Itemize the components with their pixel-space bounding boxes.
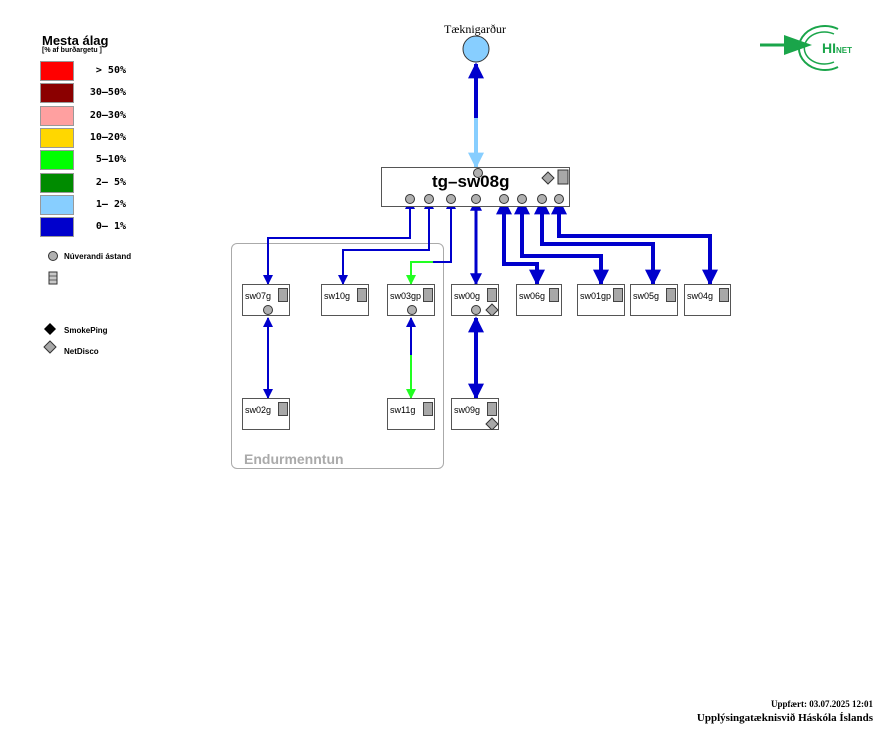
port-icon <box>471 305 481 315</box>
switch-label: sw00g <box>454 291 481 301</box>
device-icon <box>613 288 623 302</box>
switch-sw03gp[interactable]: sw03gp <box>387 284 435 316</box>
device-icon <box>357 288 367 302</box>
organization-name: Upplýsingatæknisvið Háskóla Íslands <box>696 712 873 724</box>
switch-label: sw11g <box>390 405 416 415</box>
switch-label: sw03gp <box>390 291 422 301</box>
device-icon <box>719 288 729 302</box>
link-sw04g <box>551 198 718 286</box>
uplink-node-icon[interactable] <box>462 35 490 63</box>
legend-title: Mesta álag <box>42 33 109 48</box>
netdisco-icon <box>485 303 499 316</box>
updated-timestamp: Uppfært: 03.07.2025 12:01 <box>771 699 873 709</box>
legend-keys <box>43 251 58 354</box>
device-icon <box>666 288 676 302</box>
device-icon <box>278 288 288 302</box>
legend-swatch <box>40 194 74 215</box>
device-icon <box>278 402 288 416</box>
switch-sw07g[interactable]: sw07g <box>242 284 290 316</box>
legend-subtitle: [% af burðargetu ] <box>42 47 102 54</box>
switch-label: sw09g <box>454 405 481 415</box>
legend-level-label: 1– 2% <box>95 198 126 210</box>
hinet-logo: HINET <box>822 40 852 56</box>
core-switch-label: tg–sw08g <box>432 172 510 191</box>
switch-label: sw07g <box>245 291 272 301</box>
switch-label: sw04g <box>687 291 714 301</box>
switch-sw02g[interactable]: sw02g <box>242 398 290 430</box>
device-icon <box>549 288 559 302</box>
legend-swatch <box>40 172 74 193</box>
device-icon <box>487 288 497 302</box>
legend-level-label: 5–10% <box>95 154 126 166</box>
netdisco-icon <box>43 340 57 354</box>
legend-swatch <box>40 217 74 238</box>
legend-swatch <box>40 83 74 104</box>
switch-label: sw05g <box>633 291 660 301</box>
netdisco-icon <box>485 417 499 430</box>
link-sw10g <box>338 199 434 285</box>
logo-suffix: NET <box>836 46 852 55</box>
netdisco-label: NetDisco <box>64 347 99 356</box>
current-state-label: Núverandi ástand <box>64 252 132 261</box>
switch-sw05g[interactable]: sw05g <box>630 284 678 316</box>
group-label: Endurmenntun <box>244 451 344 467</box>
netdisco-icon <box>541 171 555 185</box>
legend-level-label: > 50% <box>95 65 126 76</box>
legend-level-label: 20–30% <box>89 109 126 121</box>
legend-swatch <box>40 150 74 171</box>
current-state-icon <box>48 251 58 261</box>
port-icon <box>407 305 417 315</box>
uplink-label: Tæknigarður <box>444 22 506 36</box>
legend-swatch <box>40 61 74 81</box>
device-icon <box>557 169 569 185</box>
switch-sw11g[interactable]: sw11g <box>387 398 435 430</box>
switch-label: sw02g <box>245 405 272 415</box>
legend-swatch <box>40 105 74 126</box>
legend-level-label: 30–50% <box>89 87 126 99</box>
device-icon <box>487 402 497 416</box>
legend-level-label: 2– 5% <box>95 176 126 188</box>
switch-label: sw10g <box>324 291 351 301</box>
port-icon <box>263 305 273 315</box>
device-icon <box>423 288 433 302</box>
hinet-logo-icon <box>760 25 839 71</box>
core-switch[interactable]: tg–sw08g <box>381 167 570 207</box>
switch-label: sw06g <box>519 291 546 301</box>
core-switch-ports <box>405 168 569 204</box>
switch-sw00g[interactable]: sw00g <box>451 284 499 316</box>
switch-label: sw01gp <box>580 291 612 301</box>
legend-swatch <box>40 127 74 148</box>
link-sw07g <box>263 199 415 285</box>
switch-sw04g[interactable]: sw04g <box>684 284 731 316</box>
switch-sw01gp[interactable]: sw01gp <box>577 284 625 316</box>
logo-text: HI <box>822 40 836 56</box>
switch-sw10g[interactable]: sw10g <box>321 284 369 316</box>
device-icon <box>423 402 433 416</box>
switch-sw09g[interactable]: sw09g <box>451 398 499 430</box>
smokeping-label: SmokePing <box>64 326 108 335</box>
switch-sw06g[interactable]: sw06g <box>516 284 562 316</box>
device-icon <box>48 271 58 285</box>
legend-level-label: 0– 1% <box>95 221 126 233</box>
link-sw03gp-up <box>433 199 456 263</box>
link-sw03gp-down <box>406 261 433 285</box>
smokeping-icon <box>44 323 56 335</box>
legend-level-label: 10–20% <box>89 131 126 143</box>
